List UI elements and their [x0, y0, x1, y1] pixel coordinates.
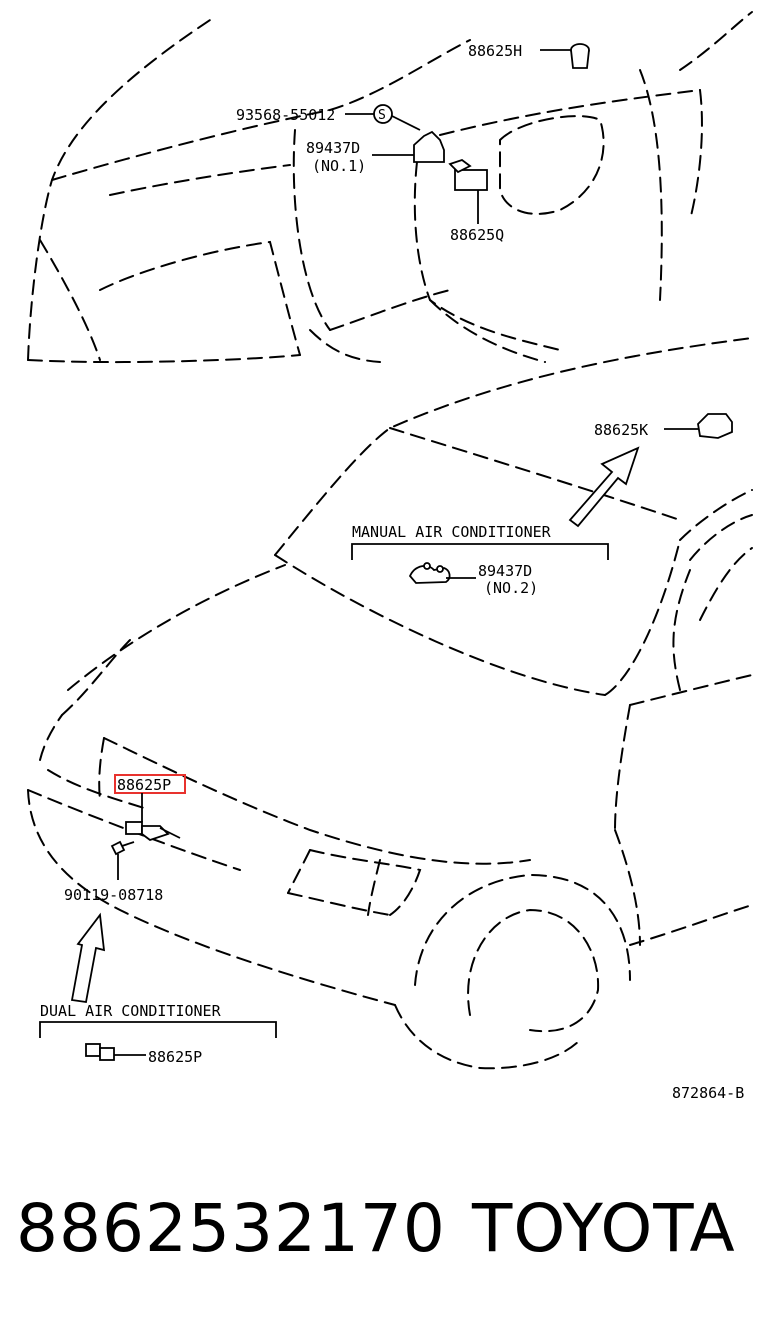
highlight-box [114, 774, 186, 794]
vehicle-body-outline [27, 337, 753, 1070]
dual-air-conditioner-group: DUAL AIR CONDITIONER 88625P [39, 1002, 277, 1066]
part-88625P-highlight[interactable]: 88625P [114, 774, 186, 842]
label-89437D-no2: 89437D [478, 562, 532, 580]
arrow-to-88625K [568, 446, 640, 528]
part-number: 8862532170 [16, 1190, 446, 1267]
label-88625Q: 88625Q [450, 226, 504, 244]
label-88625P: 88625P [148, 1048, 202, 1066]
brand-name: TOYOTA [472, 1190, 736, 1267]
label-88625P-highlight: 88625P [117, 776, 171, 794]
label-no2: (NO.2) [484, 579, 538, 597]
label-88625K: 88625K [594, 421, 648, 439]
label-manual-air-conditioner: MANUAL AIR CONDITIONER [352, 523, 552, 541]
label-no1: (NO.1) [312, 157, 366, 175]
part-90119-08718[interactable]: 90119-08718 [64, 840, 163, 904]
part-93568-55012[interactable]: 93568-55012 S [236, 104, 421, 131]
label-90119-08718: 90119-08718 [64, 886, 163, 904]
label-dual-air-conditioner: DUAL AIR CONDITIONER [40, 1002, 222, 1020]
part-88625P[interactable]: 88625P [85, 1043, 202, 1066]
label-89437D-no1: 89437D [306, 139, 360, 157]
part-88625H[interactable]: 88625H [468, 42, 590, 69]
part-88625K[interactable]: 88625K [594, 413, 733, 439]
label-93568-55012: 93568-55012 [236, 106, 335, 124]
footer: 8862532170 TOYOTA [0, 1190, 760, 1280]
s-mark: S [378, 108, 386, 123]
manual-air-conditioner-group: MANUAL AIR CONDITIONER 89437D (NO.2) [351, 523, 609, 597]
parts-diagram: 88625H 93568-55012 S 89437D (NO.1) 88625… [27, 11, 753, 1102]
part-88625Q[interactable]: 88625Q [448, 158, 504, 244]
part-89437D-no1[interactable]: 89437D (NO.1) [306, 130, 445, 175]
diagram-reference-code: 872864-B [672, 1084, 744, 1102]
arrow-to-bolt [70, 912, 106, 1004]
label-88625H: 88625H [468, 42, 522, 60]
interior-dashboard-outline [27, 11, 753, 364]
part-89437D-no2[interactable]: 89437D (NO.2) [408, 562, 538, 597]
